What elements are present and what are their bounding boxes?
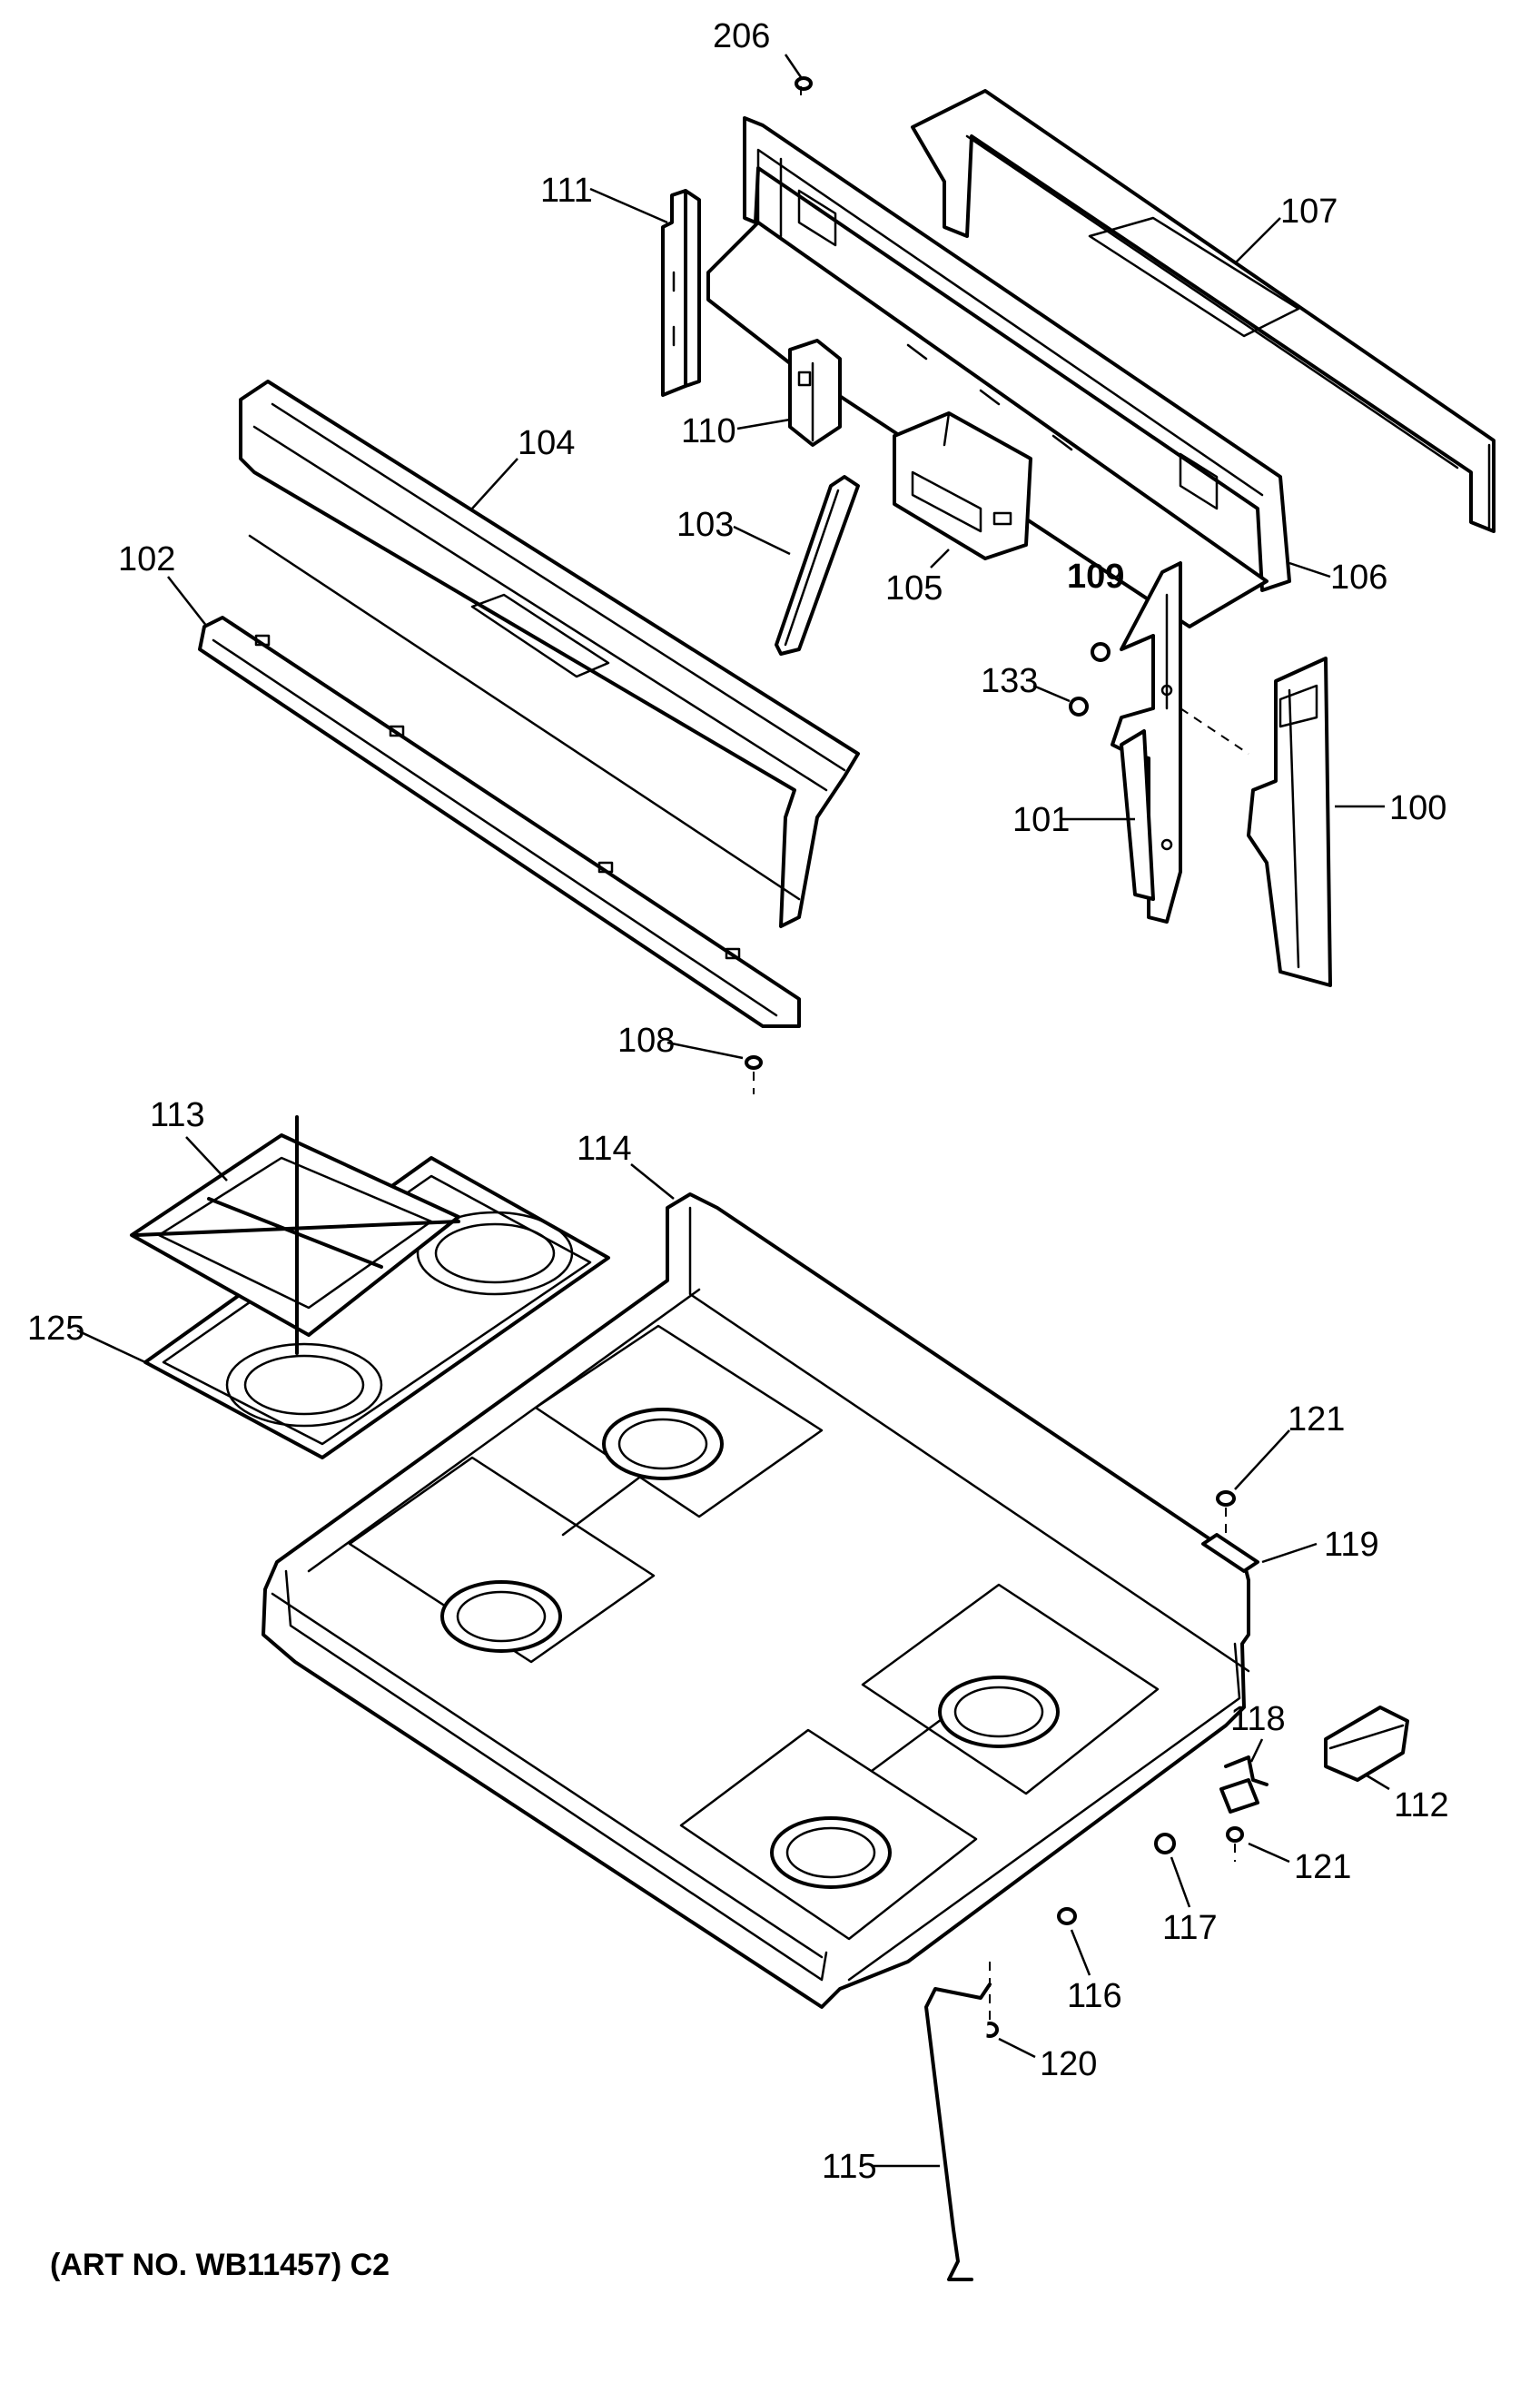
callout-106: 106 bbox=[1330, 559, 1387, 597]
part-116-screw bbox=[1057, 1907, 1077, 1925]
part-106-back-panel bbox=[706, 116, 1291, 628]
part-206-screw bbox=[795, 76, 813, 91]
part-112-hinge bbox=[1324, 1706, 1409, 1782]
part-118-bracket bbox=[1219, 1755, 1269, 1814]
callout-121-lower: 121 bbox=[1294, 1848, 1351, 1886]
part-133-nut bbox=[1069, 697, 1089, 717]
art-number-caption: (ART NO. WB11457) C2 bbox=[50, 2248, 390, 2282]
part-105-clock-timer bbox=[893, 411, 1032, 560]
callout-117: 117 bbox=[1162, 1909, 1218, 1947]
callout-118: 118 bbox=[1230, 1700, 1286, 1738]
callout-102: 102 bbox=[118, 540, 175, 578]
callout-101: 101 bbox=[1012, 801, 1070, 839]
callout-116: 116 bbox=[1067, 1977, 1122, 2015]
callout-206: 206 bbox=[713, 17, 770, 55]
part-107-top-cover bbox=[911, 89, 1496, 533]
callout-107: 107 bbox=[1280, 193, 1338, 231]
leader-lines bbox=[76, 54, 1390, 2168]
part-113-grate bbox=[130, 1115, 460, 1355]
part-115-rod bbox=[924, 1983, 992, 2281]
callout-119: 119 bbox=[1324, 1526, 1379, 1564]
callout-labels: 206 111 107 104 110 102 103 105 106 109 … bbox=[27, 17, 1449, 2186]
part-108-screw bbox=[745, 1055, 763, 1070]
callout-114: 114 bbox=[577, 1130, 632, 1168]
callout-105: 105 bbox=[885, 569, 943, 608]
callout-112: 112 bbox=[1394, 1786, 1449, 1824]
part-110-switch bbox=[788, 339, 842, 447]
part-101-end-bracket bbox=[1111, 561, 1182, 924]
callout-115: 115 bbox=[822, 2148, 877, 2186]
callout-111: 111 bbox=[540, 172, 593, 210]
part-104-control-panel bbox=[239, 380, 860, 928]
callout-104: 104 bbox=[518, 424, 575, 462]
callout-120: 120 bbox=[1040, 2045, 1097, 2083]
part-119-bracket bbox=[1201, 1533, 1259, 1573]
part-121-screw-lower bbox=[1226, 1826, 1244, 1843]
callout-113: 113 bbox=[150, 1096, 205, 1134]
callout-100: 100 bbox=[1389, 789, 1446, 827]
part-111-side-bracket bbox=[661, 189, 701, 397]
callout-103: 103 bbox=[676, 506, 734, 544]
part-121-screw-upper bbox=[1216, 1490, 1236, 1507]
part-102-trim-strip bbox=[198, 616, 801, 1028]
callout-108: 108 bbox=[617, 1022, 675, 1060]
callout-125: 125 bbox=[27, 1310, 84, 1348]
part-100-end-panel bbox=[1247, 657, 1332, 987]
part-117-nut bbox=[1154, 1833, 1176, 1854]
part-109-nut bbox=[1091, 642, 1111, 662]
callout-109: 109 bbox=[1067, 558, 1124, 596]
part-114-cooktop bbox=[262, 1192, 1250, 2009]
callout-133: 133 bbox=[981, 662, 1038, 700]
callout-110: 110 bbox=[681, 412, 736, 450]
part-103-strap bbox=[775, 475, 860, 656]
callout-121-upper: 121 bbox=[1288, 1400, 1345, 1439]
